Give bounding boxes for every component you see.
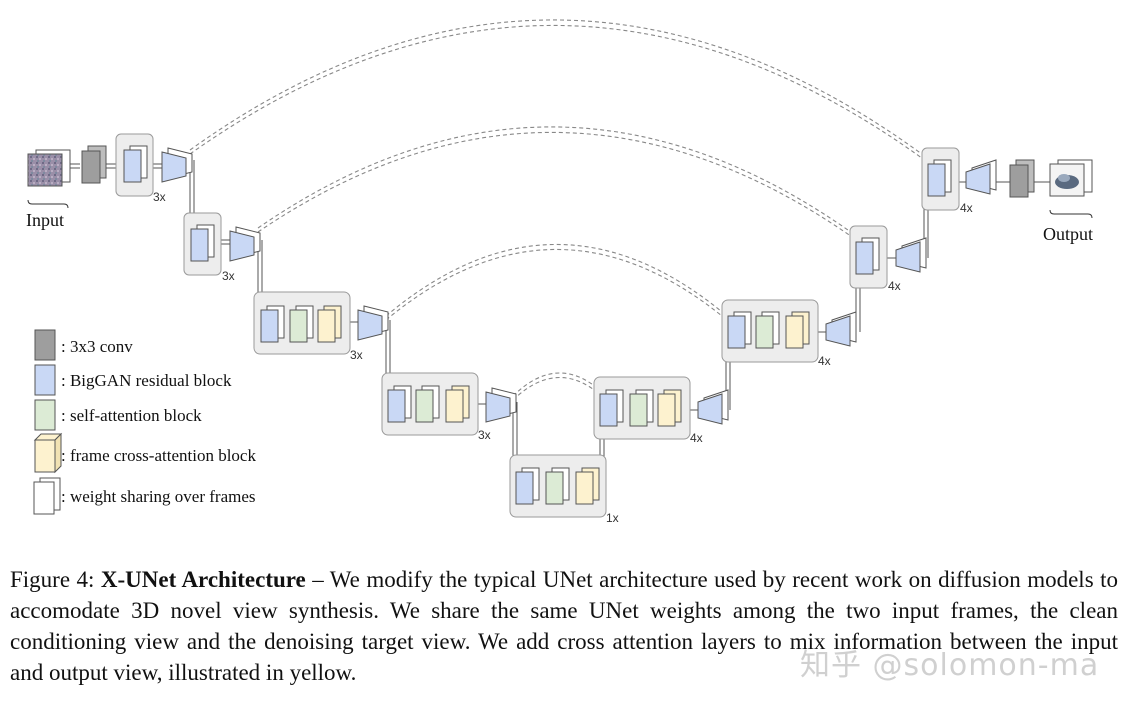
- data-path: [68, 160, 1050, 493]
- decoder-4-multiplier: 4x: [690, 431, 703, 445]
- decoder-4-upsample: [697, 389, 729, 425]
- input-label: Input: [26, 210, 64, 230]
- encoder-2-multiplier: 3x: [222, 269, 235, 283]
- output-brace: [1049, 209, 1093, 219]
- legend-item-conv: : 3x3 conv: [34, 329, 133, 361]
- legend-item-selfattn: : self-attention block: [34, 399, 202, 431]
- figure-caption: Figure 4: X-UNet Architecture – We modif…: [10, 564, 1118, 688]
- encoder-4-multiplier: 3x: [478, 428, 491, 442]
- legend-swatch-conv: [34, 329, 56, 361]
- encoder-4-downsample: [485, 387, 517, 423]
- decoder-3-multiplier: 4x: [818, 354, 831, 368]
- encoder-1-downsample: [161, 147, 193, 183]
- encoder-4-resblock: [387, 385, 412, 423]
- legend-swatch-crossattn: [34, 439, 56, 473]
- decoder-1-multiplier: 4x: [960, 201, 973, 215]
- encoder-2-downsample: [229, 226, 261, 262]
- decoder-2-multiplier: 4x: [888, 279, 901, 293]
- caption-figure-label: Figure 4:: [10, 567, 101, 592]
- legend-item-sharing: : weight sharing over frames: [33, 477, 256, 515]
- encoder-3-resblock: [260, 305, 285, 343]
- legend-swatch-sharing-front: [33, 481, 55, 515]
- encoder-3-selfattn: [289, 305, 314, 343]
- bottleneck-resblock: [515, 467, 540, 505]
- output-conv-block: [1009, 159, 1035, 198]
- bottleneck-multiplier: 1x: [606, 511, 619, 525]
- x-unet-diagram: Input 3x 3x 3x: [26, 19, 1093, 525]
- decoder-3-upsample: [825, 311, 857, 347]
- decoder-4-crossattn: [657, 389, 682, 427]
- decoder-3-selfattn: [755, 311, 780, 349]
- encoder-3-crossattn: [317, 305, 342, 343]
- decoder-4-selfattn: [629, 389, 654, 427]
- encoder-3-multiplier: 3x: [350, 348, 363, 362]
- caption-bold-title: X-UNet Architecture: [100, 567, 306, 592]
- input-conv-block: [81, 145, 107, 184]
- encoder-1-multiplier: 3x: [153, 190, 166, 204]
- caption-body: – We modify the typical UNet architectur…: [10, 567, 1119, 685]
- decoder-2-resblock: [855, 237, 880, 275]
- legend-item-crossattn: : frame cross-attention block: [33, 432, 256, 474]
- input-brace: [27, 199, 69, 209]
- input-image: [27, 149, 71, 187]
- legend-label-conv: : 3x3 conv: [61, 337, 133, 356]
- encoder-4-crossattn: [445, 385, 470, 423]
- decoder-2-upsample: [895, 237, 927, 273]
- legend-label-sharing: : weight sharing over frames: [61, 487, 256, 506]
- decoder-4-resblock: [599, 389, 624, 427]
- encoder-4-selfattn: [415, 385, 440, 423]
- output-label: Output: [1043, 224, 1093, 244]
- decoder-3-resblock: [727, 311, 752, 349]
- legend-item-resblock: : BigGAN residual block: [34, 364, 232, 396]
- legend-label-crossattn: : frame cross-attention block: [61, 446, 256, 465]
- encoder-3-downsample: [357, 305, 389, 341]
- legend-label-selfattn: : self-attention block: [61, 406, 202, 425]
- decoder-3-crossattn: [785, 311, 810, 349]
- legend-swatch-selfattn: [34, 399, 56, 431]
- legend-swatch-resblock: [34, 364, 56, 396]
- encoder-1-resblock: [123, 145, 148, 183]
- bottleneck-selfattn: [545, 467, 570, 505]
- encoder-2-resblock: [190, 224, 215, 262]
- decoder-1-upsample: [965, 159, 997, 195]
- output-image: [1049, 159, 1093, 197]
- legend: : 3x3 conv : BigGAN residual block : sel…: [33, 329, 256, 515]
- bottleneck-crossattn: [575, 467, 600, 505]
- decoder-1-resblock: [927, 159, 952, 197]
- legend-label-resblock: : BigGAN residual block: [61, 371, 232, 390]
